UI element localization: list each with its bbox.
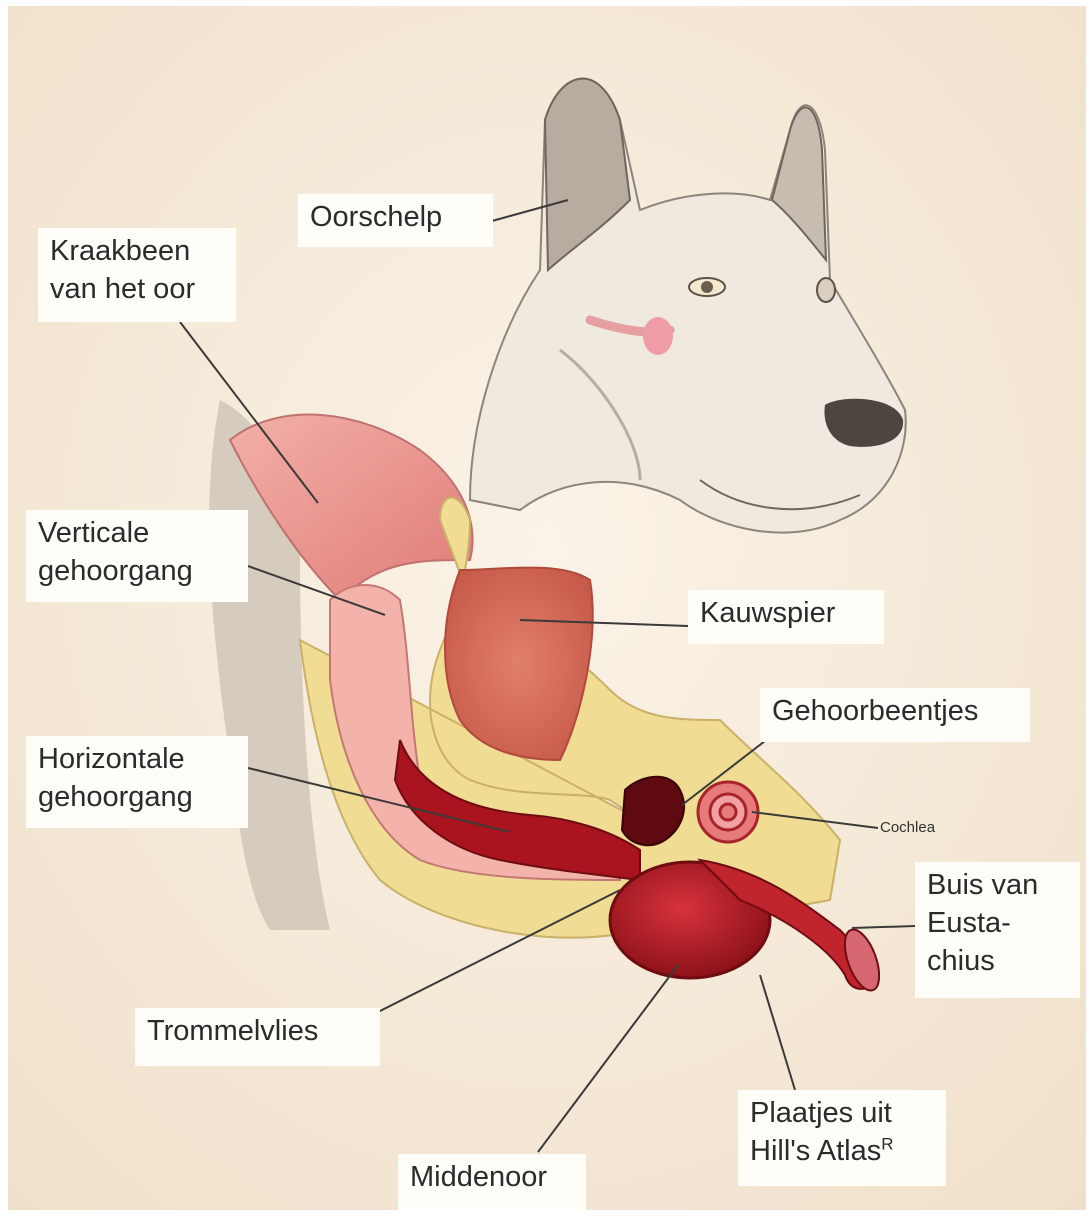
- label-cochlea: Cochlea: [880, 818, 935, 838]
- label-plaatjes: Plaatjes uit Hill's AtlasR: [738, 1090, 946, 1186]
- label-horizontale-gehoorgang: Horizontale gehoorgang: [26, 736, 248, 828]
- label-kraakbeen: Kraakbeen van het oor: [38, 228, 236, 322]
- label-trommelvlies: Trommelvlies: [135, 1008, 380, 1066]
- label-kauwspier: Kauwspier: [688, 590, 884, 644]
- label-gehoorbeentjes: Gehoorbeentjes: [760, 688, 1030, 742]
- label-oorschelp: Oorschelp: [298, 194, 493, 247]
- label-verticale-gehoorgang: Verticale gehoorgang: [26, 510, 248, 602]
- registered-mark: R: [881, 1134, 893, 1153]
- cochlea-spiral: [698, 782, 758, 842]
- label-middenoor: Middenoor: [398, 1154, 586, 1210]
- label-buis-van-eustachius: Buis van Eusta- chius: [915, 862, 1080, 998]
